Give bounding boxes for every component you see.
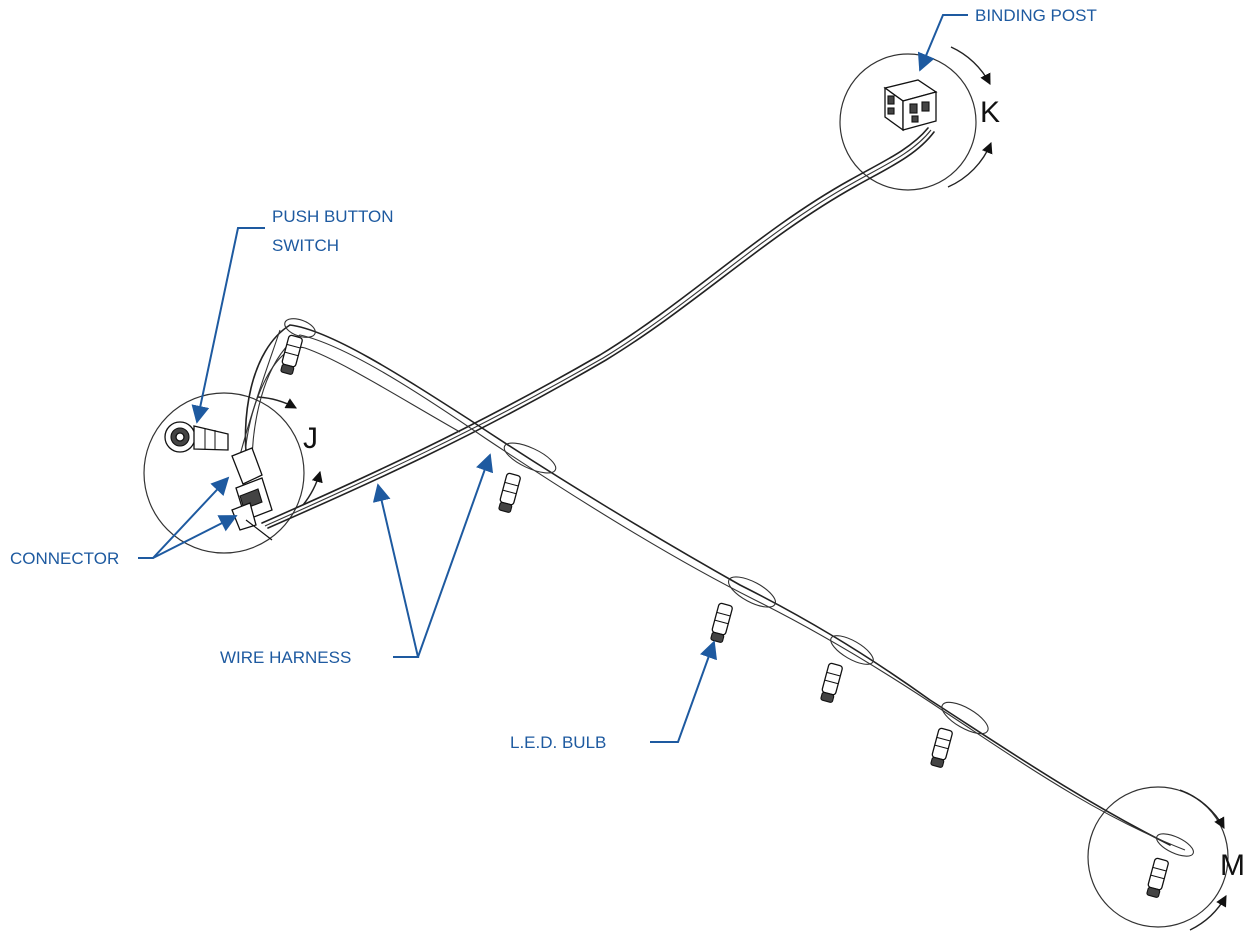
connector	[231, 447, 273, 541]
callout-led-bulb: L.E.D. BULB	[510, 640, 717, 752]
label-led-bulb: L.E.D. BULB	[510, 733, 606, 752]
callout-binding-post: BINDING POST	[917, 6, 1097, 72]
led-bulb	[710, 602, 733, 643]
led-bulb	[280, 334, 303, 375]
label-wire-harness: WIRE HARNESS	[220, 648, 351, 667]
detail-circle-j	[143, 392, 323, 554]
detail-letter-j: J	[303, 422, 318, 455]
callout-push-button-switch: PUSH BUTTON SWITCH	[191, 207, 394, 424]
label-connector: CONNECTOR	[10, 549, 119, 568]
push-button-switch	[164, 421, 229, 453]
callout-wire-harness: WIRE HARNESS	[220, 453, 494, 667]
led-bulb	[820, 662, 843, 703]
led-bulb	[1146, 857, 1169, 898]
binding-post	[883, 79, 938, 132]
detail-letter-k: K	[980, 96, 1000, 129]
harness-main-run	[261, 127, 935, 529]
detail-circle-k	[839, 46, 993, 191]
led-bulb	[930, 727, 953, 768]
label-binding-post: BINDING POST	[975, 6, 1097, 25]
harness-led-run	[239, 318, 1194, 857]
label-push-button-line2: SWITCH	[272, 236, 339, 255]
detail-circle-m	[1087, 786, 1229, 931]
detail-letter-m: M	[1220, 849, 1245, 882]
label-push-button-line1: PUSH BUTTON	[272, 207, 394, 226]
callout-connector: CONNECTOR	[10, 476, 238, 568]
led-bulb	[498, 472, 521, 513]
